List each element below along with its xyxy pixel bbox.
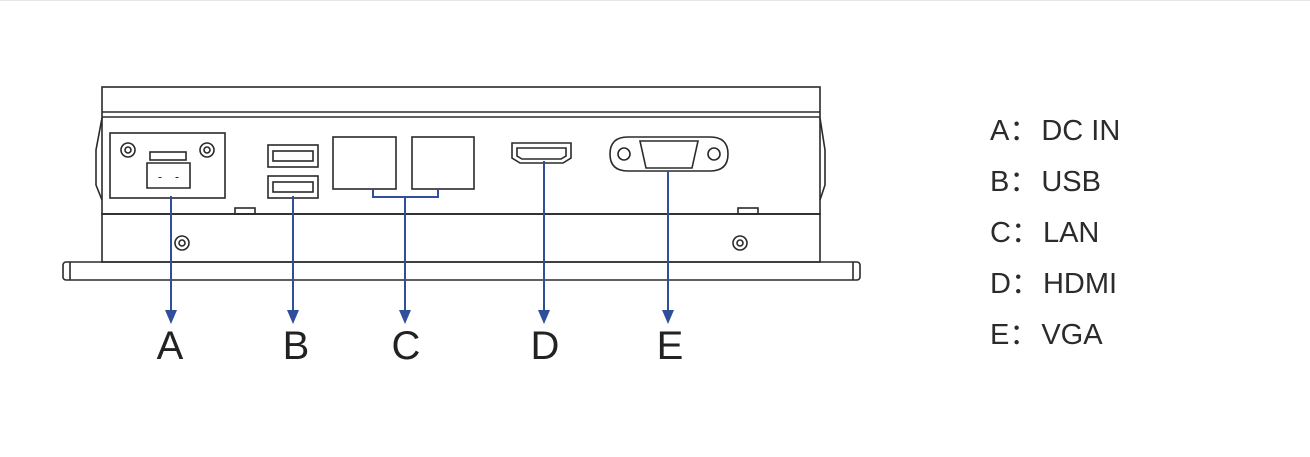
legend-separator: ： bbox=[1009, 166, 1039, 198]
legend-key: A bbox=[990, 115, 1010, 147]
legend-key: E bbox=[990, 319, 1010, 351]
legend-item-vga: E：VGA bbox=[990, 316, 1120, 367]
hdmi-port bbox=[511, 142, 572, 164]
callout-lines bbox=[170, 161, 669, 312]
legend-label: LAN bbox=[1042, 217, 1100, 249]
lan-ports bbox=[332, 136, 475, 190]
callout-label-c: C bbox=[392, 324, 421, 368]
dc-in-port bbox=[109, 132, 226, 199]
arrowhead-e bbox=[662, 310, 674, 324]
legend-separator: ： bbox=[1010, 217, 1040, 249]
legend-item-lan: C：LAN bbox=[990, 214, 1120, 265]
device-body bbox=[95, 86, 826, 215]
legend-key: C bbox=[990, 217, 1011, 249]
callout-label-d: D bbox=[531, 324, 560, 368]
legend-label: DC IN bbox=[1041, 115, 1121, 147]
usb-ports bbox=[267, 144, 319, 199]
callout-bracket-c bbox=[372, 189, 439, 198]
device-base bbox=[62, 213, 861, 281]
screw-left bbox=[174, 235, 190, 251]
legend-item-usb: B：USB bbox=[990, 163, 1120, 214]
screw-right bbox=[732, 235, 748, 251]
legend-item-hdmi: D：HDMI bbox=[990, 265, 1120, 316]
legend-separator: ： bbox=[1009, 115, 1039, 147]
legend-label: HDMI bbox=[1042, 268, 1118, 300]
legend-separator: ： bbox=[1010, 268, 1040, 300]
legend-key: D bbox=[990, 268, 1011, 300]
arrowhead-d bbox=[538, 310, 550, 324]
arrowhead-b bbox=[287, 310, 299, 324]
legend-label: VGA bbox=[1041, 319, 1103, 351]
legend-separator: ： bbox=[1009, 319, 1039, 351]
callout-label-e: E bbox=[657, 324, 684, 368]
legend-label: USB bbox=[1041, 166, 1101, 198]
arrowhead-a bbox=[165, 310, 177, 324]
legend-item-dc-in: A：DC IN bbox=[990, 112, 1120, 163]
legend-key: B bbox=[990, 166, 1010, 198]
port-legend: A：DC IN B：USB C：LAN D：HDMI E：VGA bbox=[990, 112, 1120, 367]
arrowhead-c bbox=[399, 310, 411, 324]
callout-label-a: A bbox=[157, 324, 184, 368]
vga-port bbox=[609, 136, 729, 172]
callout-label-b: B bbox=[283, 324, 310, 368]
top-divider bbox=[0, 0, 1310, 1]
callout-arrowheads bbox=[165, 310, 674, 324]
